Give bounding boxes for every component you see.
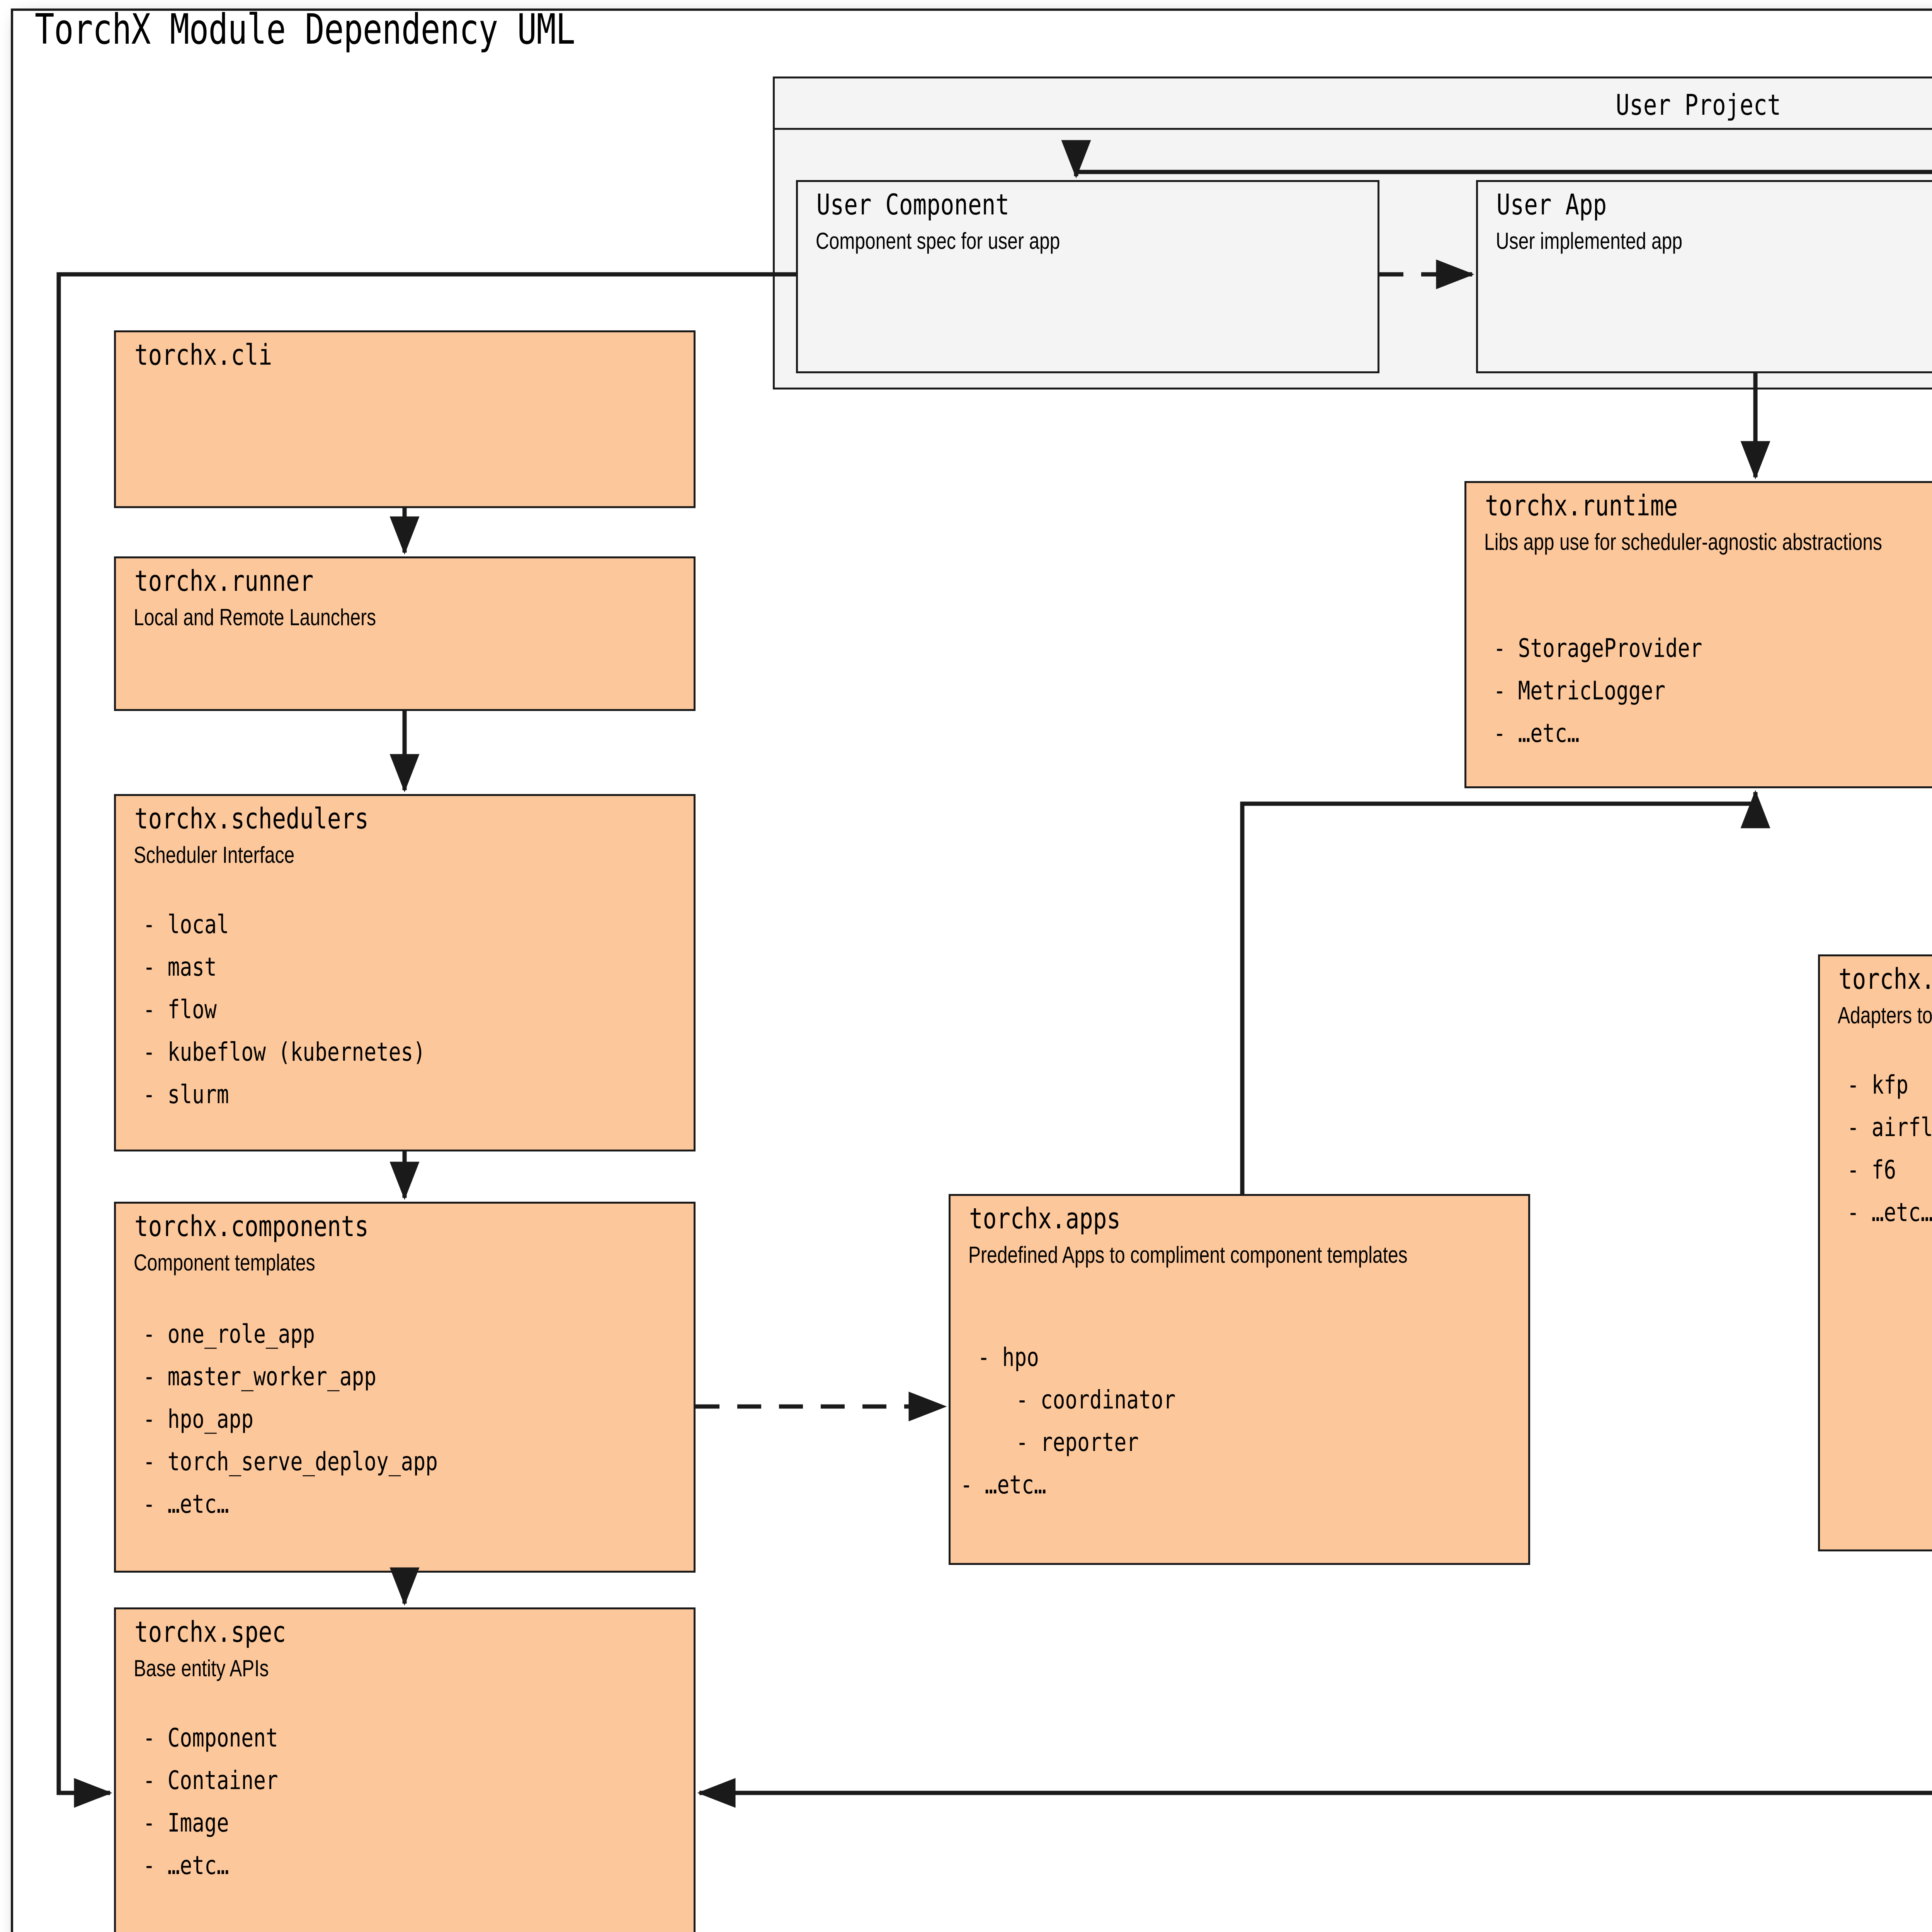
node-user-component-name: User Component — [816, 188, 1009, 221]
node-torchx-pipelines[interactable]: torchx.pipelines Adapters to Pipeline Pl… — [1818, 954, 1932, 1551]
node-torchx-apps-items: - hpo - coordinator - reporter - …etc… — [960, 1342, 1176, 1515]
node-torchx-apps-name: torchx.apps — [969, 1202, 1121, 1235]
node-torchx-apps-desc: Predefined Apps to compliment component … — [968, 1242, 1408, 1268]
list-item: - airflow — [1847, 1112, 1932, 1142]
list-item: - StorageProvider — [1493, 633, 1702, 663]
list-item: - …etc… — [960, 1470, 1046, 1500]
node-torchx-runner[interactable]: torchx.runner Local and Remote Launchers — [114, 556, 696, 711]
node-torchx-pipelines-name: torchx.pipelines — [1838, 963, 1932, 996]
node-torchx-spec-items: - Component - Container - Image - …etc… — [143, 1725, 278, 1895]
list-item: - master_worker_app — [143, 1362, 376, 1391]
node-torchx-spec-name: torchx.spec — [134, 1616, 286, 1649]
node-torchx-components-name: torchx.components — [134, 1210, 369, 1243]
node-torchx-schedulers-items: - local - mast - flow - kubeflow (kubern… — [143, 912, 425, 1124]
node-torchx-spec-desc: Base entity APIs — [134, 1655, 269, 1681]
list-item: - MetricLogger — [1493, 676, 1666, 706]
list-item: - local — [143, 910, 229, 939]
list-item: - hpo — [978, 1342, 1039, 1372]
list-item: - …etc… — [1493, 718, 1580, 748]
page-title: TorchX Module Dependency UML — [35, 5, 575, 54]
list-item: - reporter — [1016, 1427, 1139, 1457]
list-item: - one_role_app — [143, 1319, 315, 1349]
node-torchx-schedulers-desc: Scheduler Interface — [134, 842, 295, 868]
list-item: - kubeflow (kubernetes) — [143, 1037, 426, 1067]
node-torchx-runner-desc: Local and Remote Launchers — [134, 604, 376, 630]
node-torchx-schedulers-name: torchx.schedulers — [134, 802, 369, 835]
list-item: - kfp — [1847, 1070, 1908, 1100]
node-torchx-runtime-desc: Libs app use for scheduler-agnostic abst… — [1484, 529, 1882, 555]
list-item: - …etc… — [1847, 1197, 1932, 1227]
node-torchx-pipelines-desc: Adapters to Pipeline Platforms — [1838, 1002, 1932, 1028]
list-item: - …etc… — [143, 1850, 229, 1880]
list-item: - flow — [143, 995, 217, 1024]
node-torchx-pipelines-items: - kfp - airflow - f6 - …etc… — [1847, 1072, 1932, 1242]
node-user-component[interactable]: User Component Component spec for user a… — [796, 180, 1379, 373]
list-item: - …etc… — [143, 1489, 229, 1519]
node-torchx-components-items: - one_role_app - master_worker_app - hpo… — [143, 1321, 438, 1534]
user-project-title: User Project — [1616, 88, 1781, 122]
node-torchx-runtime-name: torchx.runtime — [1485, 489, 1678, 522]
node-torchx-runner-name: torchx.runner — [134, 565, 314, 598]
list-item: - f6 — [1847, 1155, 1896, 1185]
node-torchx-cli[interactable]: torchx.cli — [114, 330, 696, 508]
user-project-divider — [775, 128, 1932, 130]
list-item: - hpo_app — [143, 1404, 254, 1434]
list-item: - mast — [143, 952, 217, 982]
list-item: - Container — [143, 1765, 278, 1795]
node-torchx-runtime[interactable]: torchx.runtime Libs app use for schedule… — [1464, 481, 1932, 788]
node-user-app[interactable]: User App User implemented app — [1476, 180, 1932, 373]
list-item: - coordinator — [1016, 1385, 1176, 1415]
node-user-component-desc: Component spec for user app — [816, 228, 1060, 254]
list-item: - slurm — [143, 1080, 229, 1109]
node-torchx-spec[interactable]: torchx.spec Base entity APIs - Component… — [114, 1607, 696, 1932]
node-torchx-components-desc: Component templates — [134, 1250, 315, 1276]
list-item: - Image — [143, 1808, 229, 1838]
node-torchx-cli-name: torchx.cli — [134, 338, 272, 372]
node-torchx-components[interactable]: torchx.components Component templates - … — [114, 1202, 696, 1573]
node-torchx-schedulers[interactable]: torchx.schedulers Scheduler Interface - … — [114, 794, 696, 1151]
list-item: - Component — [143, 1723, 278, 1753]
node-user-app-name: User App — [1497, 188, 1607, 221]
node-torchx-apps[interactable]: torchx.apps Predefined Apps to complimen… — [949, 1194, 1530, 1565]
node-user-app-desc: User implemented app — [1496, 228, 1682, 254]
node-torchx-runtime-items: - StorageProvider - MetricLogger - …etc… — [1493, 636, 1702, 763]
list-item: - torch_serve_deploy_app — [143, 1447, 438, 1476]
